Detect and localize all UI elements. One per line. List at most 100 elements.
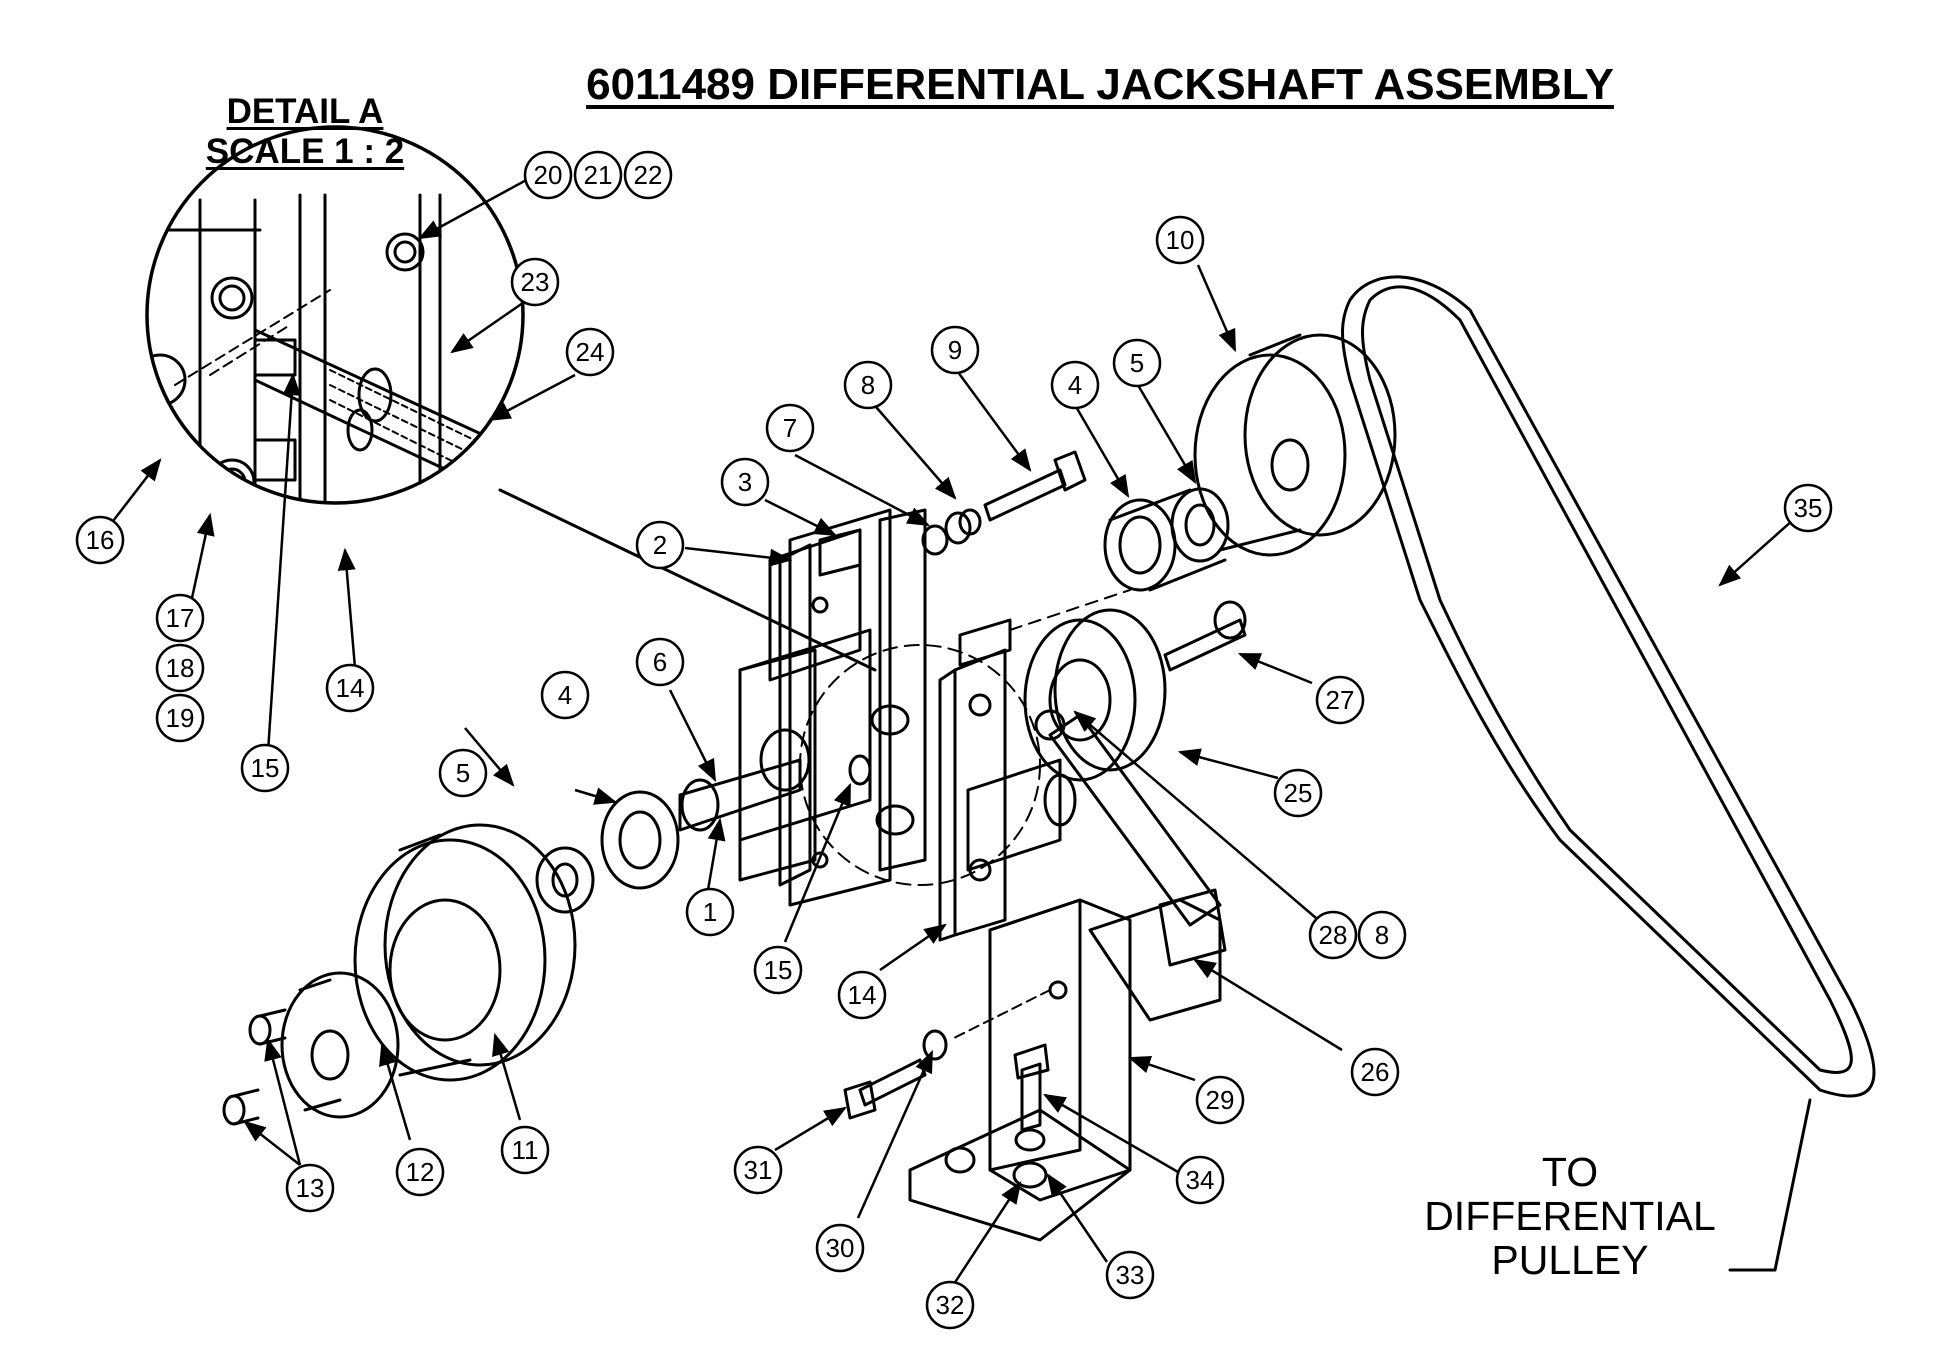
callout-circle bbox=[1195, 1075, 1245, 1125]
callout-24: 24 bbox=[565, 327, 615, 377]
callout-4b: 4 bbox=[540, 670, 590, 720]
callout-number: 31 bbox=[744, 1155, 773, 1185]
callout-number: 4 bbox=[1068, 370, 1082, 400]
callout-number: 12 bbox=[406, 1157, 435, 1187]
bolt-31 bbox=[843, 1029, 948, 1120]
note-line-1: TO bbox=[1541, 1149, 1599, 1195]
leader-lines bbox=[109, 176, 1794, 1291]
callout-28: 28 bbox=[1308, 910, 1358, 960]
callout-number: 17 bbox=[166, 603, 195, 633]
callout-circle bbox=[720, 457, 770, 507]
callout-5b: 5 bbox=[438, 748, 488, 798]
callout-12: 12 bbox=[395, 1147, 445, 1197]
callout-circle bbox=[635, 520, 685, 570]
callout-circle bbox=[75, 515, 125, 565]
callout-number: 1 bbox=[703, 897, 717, 927]
callout-35: 35 bbox=[1783, 483, 1833, 533]
callout-circle bbox=[925, 1280, 975, 1330]
taper-bushing-12 bbox=[280, 971, 400, 1119]
pulley-11 bbox=[353, 823, 577, 1082]
callout-circle bbox=[155, 643, 205, 693]
callout-26: 26 bbox=[1350, 1047, 1400, 1097]
upper-bearing bbox=[1103, 487, 1230, 592]
callout-number: 8 bbox=[861, 370, 875, 400]
callout-number: 33 bbox=[1116, 1260, 1145, 1290]
callout-13: 13 bbox=[285, 1163, 335, 1213]
callout-1: 1 bbox=[685, 887, 735, 937]
callout-number: 5 bbox=[1130, 348, 1144, 378]
callout-8b: 8 bbox=[1357, 910, 1407, 960]
callout-16: 16 bbox=[75, 515, 125, 565]
callout-19: 19 bbox=[155, 693, 205, 743]
callout-27: 27 bbox=[1315, 675, 1365, 725]
idler-pulley-25 bbox=[1023, 600, 1247, 782]
callout-number: 21 bbox=[584, 160, 613, 190]
bracket-29 bbox=[908, 898, 1132, 1242]
callout-number: 28 bbox=[1319, 920, 1348, 950]
callout-22: 22 bbox=[623, 150, 673, 200]
callout-30: 30 bbox=[815, 1223, 865, 1273]
callout-circle bbox=[510, 257, 560, 307]
callout-number: 13 bbox=[296, 1173, 325, 1203]
callout-number: 23 bbox=[521, 267, 550, 297]
callout-circle bbox=[285, 1163, 335, 1213]
callout-number: 30 bbox=[826, 1233, 855, 1263]
callout-number: 5 bbox=[456, 758, 470, 788]
callout-31: 31 bbox=[733, 1145, 783, 1195]
callout-21: 21 bbox=[573, 150, 623, 200]
callout-34: 34 bbox=[1175, 1155, 1225, 1205]
callout-circle bbox=[500, 1125, 550, 1175]
callout-number: 15 bbox=[251, 753, 280, 783]
callout-15a: 15 bbox=[240, 743, 290, 793]
callout-number: 14 bbox=[336, 673, 365, 703]
callout-3: 3 bbox=[720, 457, 770, 507]
detail-a-view bbox=[145, 125, 877, 672]
callout-number: 9 bbox=[948, 335, 962, 365]
set-screws-13 bbox=[222, 1008, 287, 1126]
callout-circle bbox=[1112, 338, 1162, 388]
callout-circle bbox=[1155, 215, 1205, 265]
callout-circle bbox=[930, 325, 980, 375]
callout-23: 23 bbox=[510, 257, 560, 307]
callout-number: 14 bbox=[848, 980, 877, 1010]
callout-number: 26 bbox=[1361, 1057, 1390, 1087]
callout-number: 2 bbox=[653, 530, 667, 560]
callout-29: 29 bbox=[1195, 1075, 1245, 1125]
callout-circle bbox=[1308, 910, 1358, 960]
callout-number: 18 bbox=[166, 653, 195, 683]
callout-circle bbox=[843, 360, 893, 410]
callout-circle bbox=[1175, 1155, 1225, 1205]
callout-circle bbox=[837, 970, 887, 1020]
callout-number: 3 bbox=[738, 467, 752, 497]
callout-circle bbox=[395, 1147, 445, 1197]
callout-7: 7 bbox=[765, 403, 815, 453]
callout-circle bbox=[565, 327, 615, 377]
callout-circle bbox=[1105, 1250, 1155, 1300]
callout-17: 17 bbox=[155, 593, 205, 643]
callout-number: 19 bbox=[166, 703, 195, 733]
callout-circle bbox=[155, 693, 205, 743]
callout-number: 24 bbox=[576, 337, 605, 367]
callout-circle bbox=[1783, 483, 1833, 533]
bolt-9 bbox=[921, 450, 1087, 556]
callout-circle bbox=[685, 887, 735, 937]
callout-circle bbox=[1350, 1047, 1400, 1097]
callout-9: 9 bbox=[930, 325, 980, 375]
callout-number: 8 bbox=[1375, 920, 1389, 950]
callout-number: 4 bbox=[558, 680, 572, 710]
callout-33: 33 bbox=[1105, 1250, 1155, 1300]
callout-25: 25 bbox=[1273, 768, 1323, 818]
callout-circle bbox=[1315, 675, 1365, 725]
detail-a-title: DETAIL A bbox=[226, 92, 384, 131]
callout-number: 15 bbox=[764, 955, 793, 985]
callout-circle bbox=[155, 593, 205, 643]
tension-arm-26 bbox=[1048, 713, 1227, 1022]
callout-circle bbox=[1050, 360, 1100, 410]
callout-number: 35 bbox=[1794, 493, 1823, 523]
callout-18: 18 bbox=[155, 643, 205, 693]
callout-10: 10 bbox=[1155, 215, 1205, 265]
callout-number: 7 bbox=[783, 413, 797, 443]
callout-number: 32 bbox=[936, 1290, 965, 1320]
